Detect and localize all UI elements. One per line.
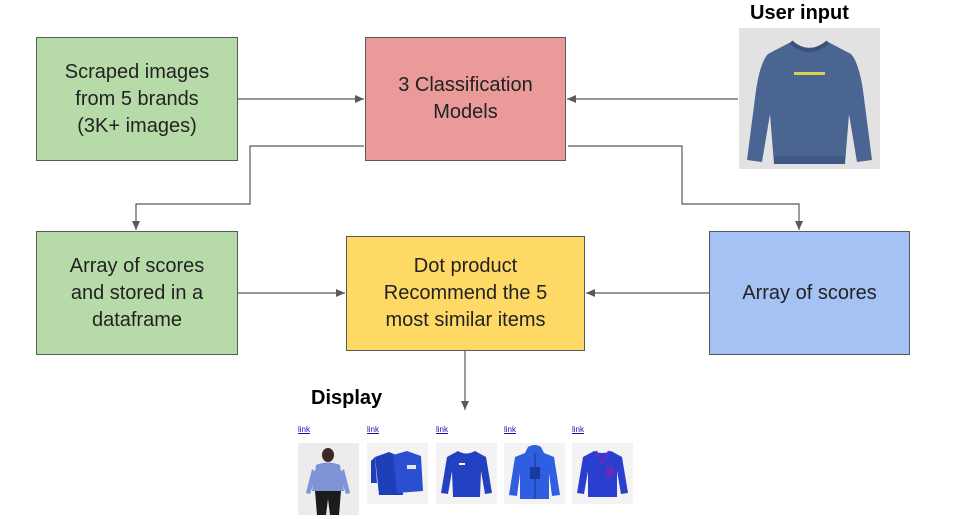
array-scores-line-1: Array of scores [742, 281, 877, 304]
display-heading: Display [311, 387, 383, 409]
result-link-4[interactable]: link [504, 425, 517, 434]
dot-line-2: Recommend the 5 [383, 282, 548, 304]
user-input-heading: User input [750, 2, 849, 24]
scraped-images-box: Scraped images from 5 brands (3K+ images… [36, 37, 238, 161]
array-df-line-1: Array of scores [69, 254, 205, 277]
array-df-line-2: and stored in a [70, 281, 204, 304]
result-image-1[interactable] [298, 443, 359, 515]
result-image-3[interactable] [436, 443, 497, 504]
dot-product-box: Dot product Recommend the 5 most similar… [346, 236, 585, 351]
result-image-5[interactable] [572, 443, 633, 504]
result-image-2[interactable] [367, 443, 428, 504]
array-df-line-3: dataframe [91, 308, 183, 331]
classification-line-2: Models [433, 101, 498, 123]
arrow-models-to-array-scores [568, 145, 803, 230]
dot-line-1: Dot product [413, 255, 518, 277]
scraped-line-3: (3K+ images) [77, 114, 197, 137]
array-dataframe-box: Array of scores and stored in a datafram… [36, 231, 238, 355]
classification-line-1: 3 Classification [398, 74, 533, 96]
dot-line-3: most similar items [385, 309, 546, 331]
scraped-line-2: from 5 brands [75, 87, 199, 110]
result-link-5[interactable]: link [572, 425, 585, 434]
result-link-3[interactable]: link [436, 425, 449, 434]
array-of-scores-box: Array of scores [709, 231, 910, 355]
result-image-4[interactable] [504, 443, 565, 504]
result-link-2[interactable]: link [367, 425, 380, 434]
classification-models-box: 3 Classification Models [365, 37, 566, 161]
scraped-line-1: Scraped images [64, 60, 210, 83]
result-link-1[interactable]: link [298, 425, 311, 434]
user-input-sweatshirt-image [739, 28, 880, 169]
arrow-models-to-array-df [132, 145, 364, 230]
